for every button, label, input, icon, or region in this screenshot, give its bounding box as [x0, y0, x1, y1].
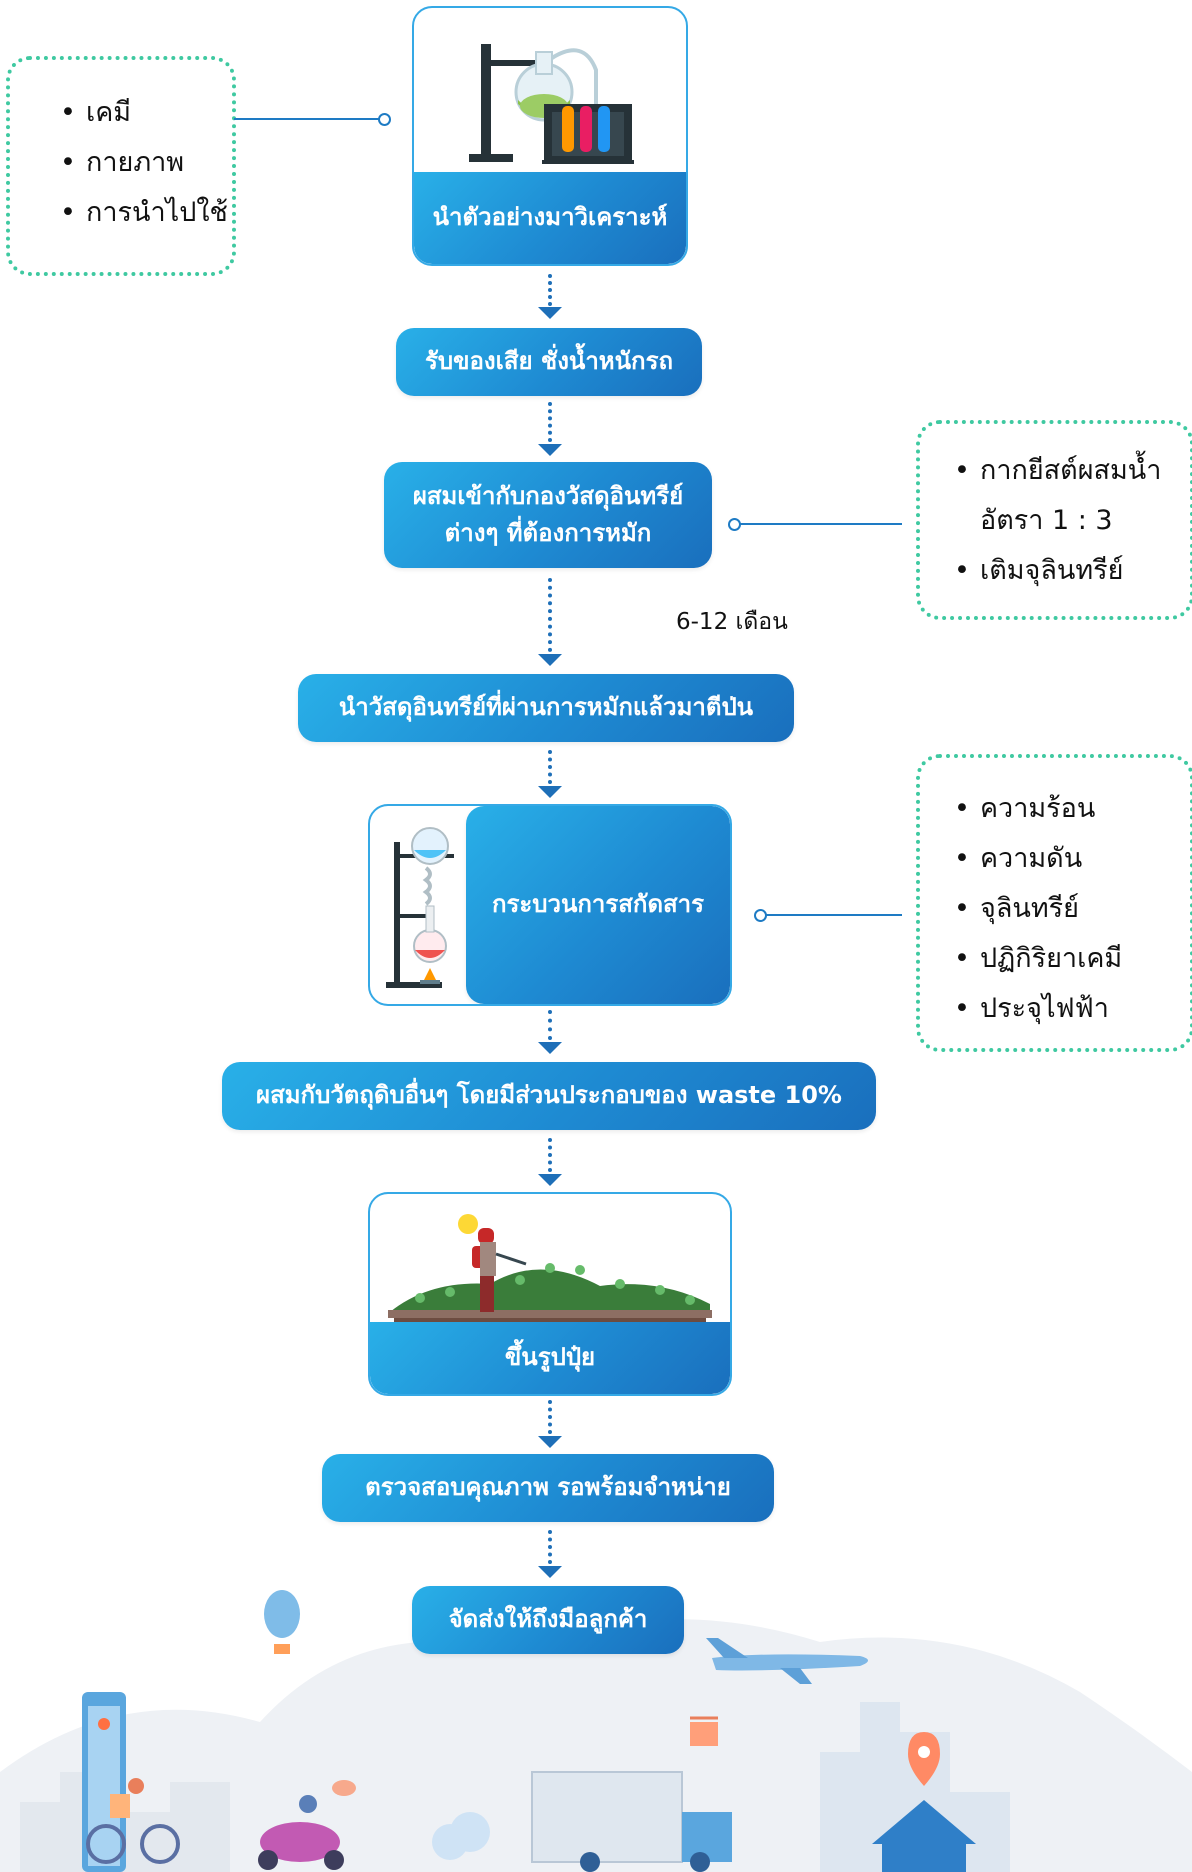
note-item: •จุลินทรีย์	[954, 893, 1079, 924]
step-mix-compost: ผสมเข้ากับกองวัสดุอินทรีย์ ต่างๆ ที่ต้อง…	[384, 462, 712, 568]
hot-air-balloon-icon	[264, 1590, 300, 1654]
note-item: อัตรา 1 : 3	[980, 505, 1113, 536]
flow-arrow	[538, 1400, 562, 1450]
flow-arrow	[538, 1138, 562, 1188]
extraction-card: กระบวนการสกัดสาร	[368, 804, 732, 1006]
note-item: •กากยีสต์ผสมน้ำ	[954, 455, 1162, 486]
flow-arrow	[538, 1530, 562, 1580]
house-icon	[872, 1800, 976, 1872]
flow-arrow	[538, 1010, 562, 1056]
analysis-card: นำตัวอย่างมาวิเคราะห์	[412, 6, 688, 266]
flow-arrow	[538, 750, 562, 800]
note-item: •ความร้อน	[954, 793, 1096, 824]
airplane-icon	[706, 1638, 868, 1684]
location-pin-icon	[908, 1732, 940, 1786]
step-grind-compost: นำวัสดุอินทรีย์ที่ผ่านการหมักแล้วมาตีป่น	[298, 674, 794, 742]
bicycle-courier-icon	[86, 1778, 180, 1864]
flow-arrow	[538, 274, 562, 320]
distillation-apparatus-icon	[386, 827, 454, 988]
note-item: •ปฏิกิริยาเคมี	[954, 943, 1123, 974]
note-item: •เติมจุลินทรีย์	[954, 555, 1124, 586]
delivery-truck-icon	[531, 1771, 732, 1872]
connector-line	[766, 914, 902, 916]
note-item: •การนำไปใช้	[60, 197, 228, 228]
note-item: •กายภาพ	[60, 147, 185, 178]
flow-arrow	[538, 578, 562, 668]
scooter-courier-icon	[258, 1780, 356, 1870]
step-analysis: นำตัวอย่างมาวิเคราะห์	[414, 172, 686, 264]
connector-line	[234, 118, 380, 120]
tree-icon	[432, 1812, 490, 1860]
connector-line	[740, 523, 902, 525]
compost-note: •กากยีสต์ผสมน้ำ อัตรา 1 : 3 •เติมจุลินทร…	[916, 420, 1192, 620]
step-delivery: จัดส่งให้ถึงมือลูกค้า	[412, 1586, 684, 1654]
note-item: •เคมี	[60, 97, 132, 128]
analysis-note: •เคมี •กายภาพ •การนำไปใช้	[6, 56, 236, 276]
note-item: •ประจุไฟฟ้า	[954, 993, 1109, 1024]
step-quality-check: ตรวจสอบคุณภาพ รอพร้อมจำหน่าย	[322, 1454, 774, 1522]
note-item: •ความดัน	[954, 843, 1083, 874]
duration-label: 6-12 เดือน	[676, 609, 788, 635]
connector-dot	[378, 113, 391, 126]
step-form-fertilizer: ขึ้นรูปปุ๋ย	[370, 1322, 730, 1394]
step-receive-waste: รับของเสีย ชั่งน้ำหนักรถ	[396, 328, 702, 396]
fertilizer-card: ขึ้นรูปปุ๋ย	[368, 1192, 732, 1396]
delivery-cityscape-illustration	[0, 1590, 1192, 1872]
extraction-note: •ความร้อน •ความดัน •จุลินทรีย์ •ปฏิกิริย…	[916, 754, 1192, 1052]
flow-arrow	[538, 402, 562, 458]
drone-package-icon	[690, 1716, 718, 1746]
step-mix-raw-materials: ผสมกับวัตถุดิบอื่นๆ โดยมีส่วนประกอบของ w…	[222, 1062, 876, 1130]
step-extraction: กระบวนการสกัดสาร	[466, 806, 730, 1004]
field-farmer-icon	[388, 1214, 712, 1322]
lab-equipment-icon	[469, 44, 634, 164]
